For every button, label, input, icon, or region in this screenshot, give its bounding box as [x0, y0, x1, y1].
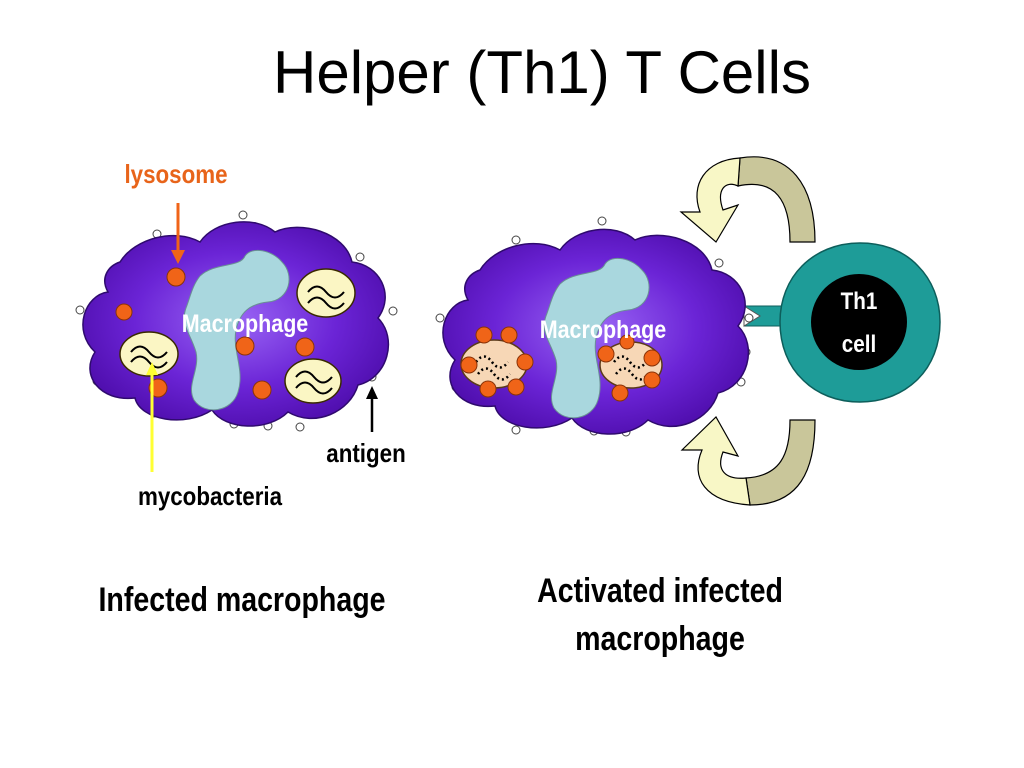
activated-macrophage: Macrophage [435, 216, 754, 437]
antigen-label: antigen [326, 439, 405, 468]
infected-macrophage: Macrophage [75, 210, 398, 432]
caption-infected-macrophage: Infected macrophage [98, 581, 385, 619]
mycobacteria-pointer [146, 362, 158, 472]
mycobacteria-label: mycobacteria [138, 482, 283, 511]
th1-label-line2: cell [842, 331, 876, 358]
th1-cell: Th1 cell [779, 242, 941, 403]
lysosome-label: lysosome [124, 160, 227, 189]
activated-phagosome-left [460, 326, 534, 398]
macrophage-label-left: Macrophage [182, 309, 309, 337]
lysosomes [115, 267, 315, 400]
cycle-arrow-bottom [680, 416, 816, 506]
macrophage-label-right: Macrophage [540, 315, 667, 343]
mycobacteria-vesicles [119, 268, 356, 404]
activated-phagosome-right [597, 334, 663, 402]
lysosome-pointer [171, 203, 185, 264]
caption-activated-line2: macrophage [575, 620, 745, 658]
th1-label-line1: Th1 [841, 288, 878, 315]
th1-core [811, 274, 907, 370]
caption-activated-line1: Activated infected [537, 572, 783, 610]
nucleus-right [543, 257, 650, 419]
cycle-arrow-top [679, 156, 816, 243]
antigen-pointer [366, 386, 378, 432]
nucleus [183, 249, 290, 411]
page-title: Helper (Th1) T Cells [273, 39, 811, 106]
